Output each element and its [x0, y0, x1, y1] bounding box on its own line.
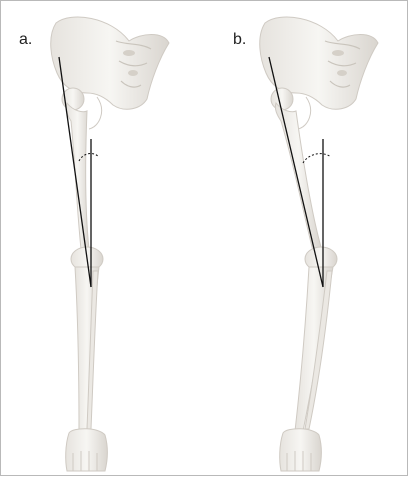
femur [275, 103, 321, 251]
panel-a: a. [1, 1, 205, 477]
panel-b: b. [207, 1, 411, 477]
panel-label-a: a. [19, 32, 32, 48]
panel-label-b: b. [233, 32, 246, 48]
angle-arc [303, 154, 331, 163]
leg-skeleton-a [1, 1, 205, 477]
figure-frame: a. [0, 0, 408, 476]
femoral-head [271, 88, 293, 110]
foot [66, 429, 108, 471]
foot [280, 429, 322, 471]
femur [66, 103, 89, 249]
leg-skeleton-b [207, 1, 411, 477]
